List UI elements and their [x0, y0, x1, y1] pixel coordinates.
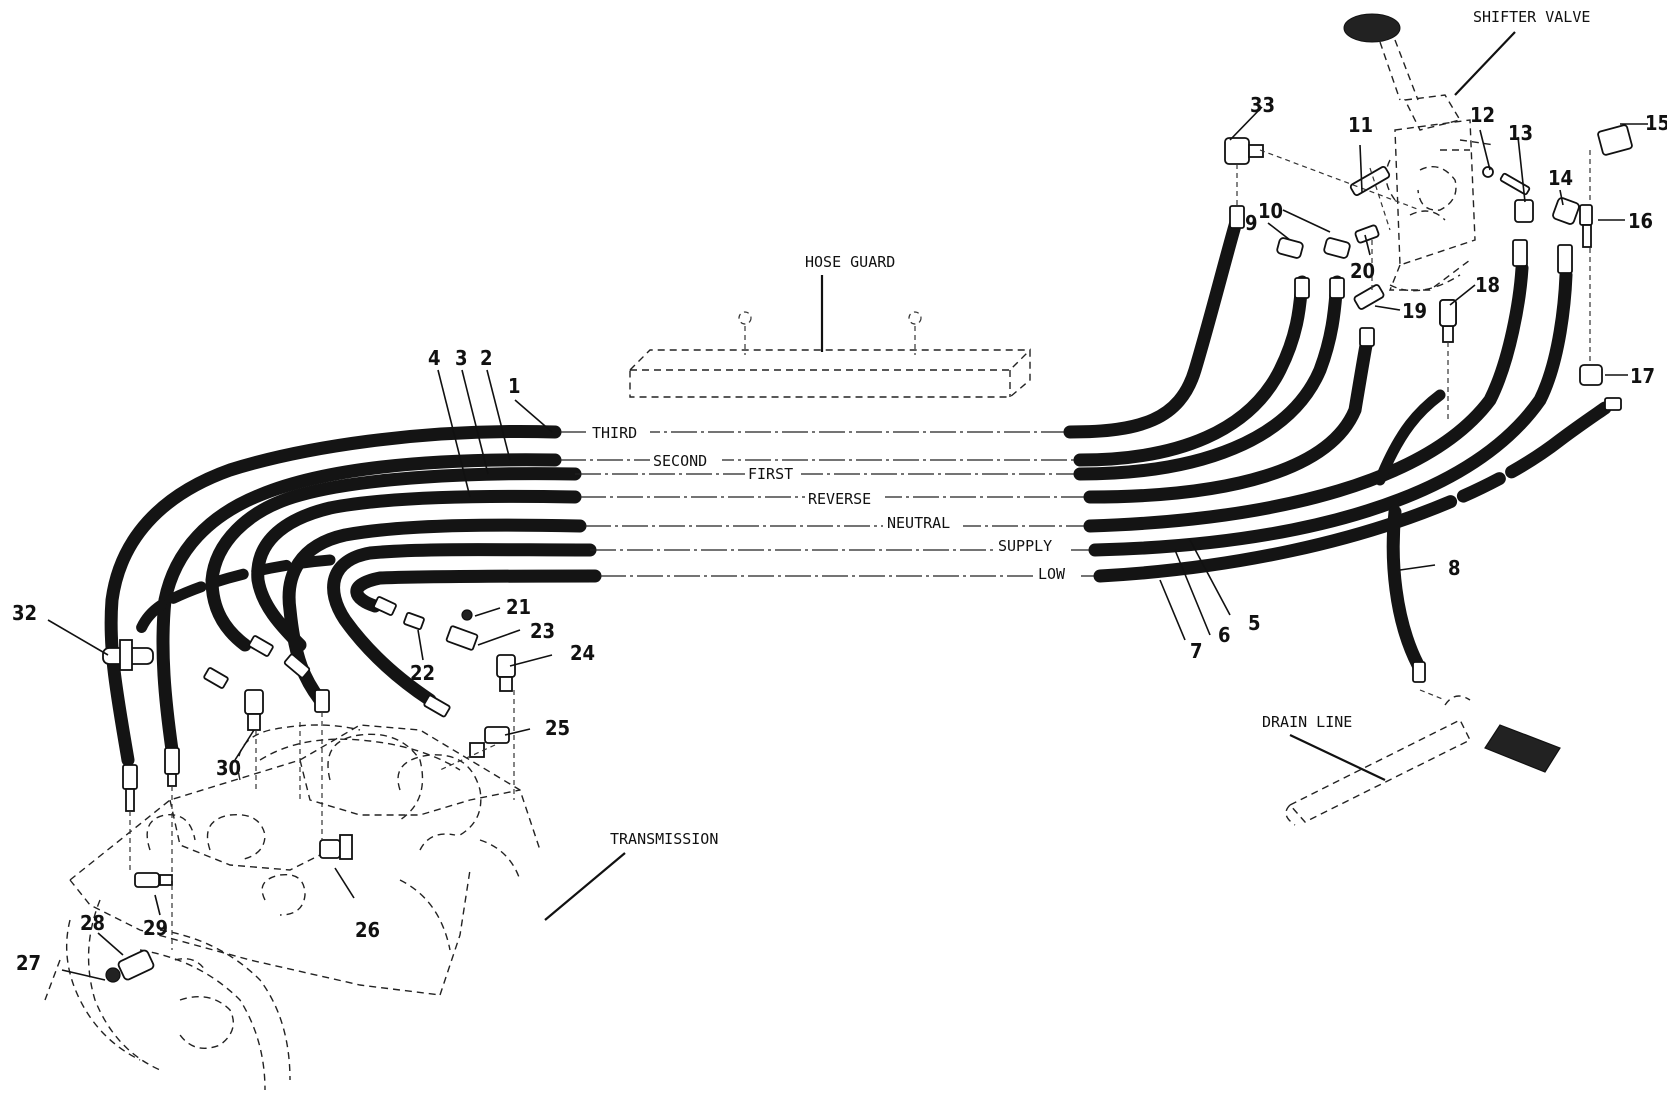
drain-line-leader	[1289, 734, 1386, 781]
left-connection-lines	[129, 690, 515, 950]
transmission-leader	[544, 852, 626, 921]
callout-3: 3	[455, 346, 468, 370]
callout-16: 16	[1628, 209, 1653, 233]
hose-clamp	[102, 639, 154, 671]
callout-30: 30	[216, 756, 241, 780]
callout-10: 10	[1258, 199, 1283, 223]
callout-12: 12	[1470, 103, 1495, 127]
right-hoses	[1063, 208, 1612, 672]
callout-4: 4	[428, 346, 441, 370]
first-label: FIRST	[748, 465, 793, 483]
transmission-label: TRANSMISSION	[610, 830, 718, 848]
callout-2: 2	[480, 346, 493, 370]
hose-guard	[629, 275, 1031, 398]
shifter-valve	[1343, 13, 1496, 292]
left-fittings	[105, 596, 516, 983]
callout-18: 18	[1475, 273, 1500, 297]
callout-25: 25	[545, 716, 570, 740]
callout-11: 11	[1348, 113, 1373, 137]
callout-15: 15	[1645, 111, 1667, 135]
callout-26: 26	[355, 918, 380, 942]
callout-5: 5	[1248, 611, 1261, 635]
callout-13: 13	[1508, 121, 1533, 145]
callout-numbers: 1 2 3 4 5 6 7 8 9 10 11 12 13 14 15 16 1…	[12, 93, 1667, 975]
neutral-label: NEUTRAL	[887, 514, 950, 532]
drain-line-label: DRAIN LINE	[1262, 713, 1352, 731]
callout-9: 9	[1245, 211, 1258, 235]
third-label: THIRD	[592, 424, 637, 442]
callout-20: 20	[1350, 259, 1375, 283]
callout-21: 21	[506, 595, 531, 619]
hose-guard-label: HOSE GUARD	[805, 253, 895, 271]
left-hoses	[104, 425, 602, 767]
callout-17: 17	[1630, 364, 1655, 388]
drain-line	[1285, 695, 1561, 826]
callout-24: 24	[570, 641, 595, 665]
reverse-label: REVERSE	[808, 490, 871, 508]
callout-32: 32	[12, 601, 37, 625]
callout-29: 29	[143, 916, 168, 940]
right-fittings	[1224, 124, 1633, 683]
callout-leaders	[47, 106, 1648, 981]
callout-19: 19	[1402, 299, 1427, 323]
callout-27: 27	[16, 951, 41, 975]
callout-6: 6	[1218, 623, 1231, 647]
line-labels: THIRD SECOND FIRST REVERSE NEUTRAL SUPPL…	[590, 422, 1077, 583]
callout-28: 28	[80, 911, 105, 935]
second-label: SECOND	[653, 452, 707, 470]
callout-8: 8	[1448, 556, 1461, 580]
callout-33: 33	[1250, 93, 1275, 117]
shifter-valve-leader	[1454, 31, 1516, 96]
low-label: LOW	[1038, 565, 1066, 583]
callout-7: 7	[1190, 639, 1203, 663]
supply-label: SUPPLY	[998, 537, 1052, 555]
callout-1: 1	[508, 374, 521, 398]
callout-14: 14	[1548, 166, 1573, 190]
shifter-valve-label: SHIFTER VALVE	[1473, 8, 1590, 26]
callout-22: 22	[410, 661, 435, 685]
right-connection-lines	[1236, 149, 1591, 701]
transmission-housing	[44, 724, 541, 1091]
callout-23: 23	[530, 619, 555, 643]
